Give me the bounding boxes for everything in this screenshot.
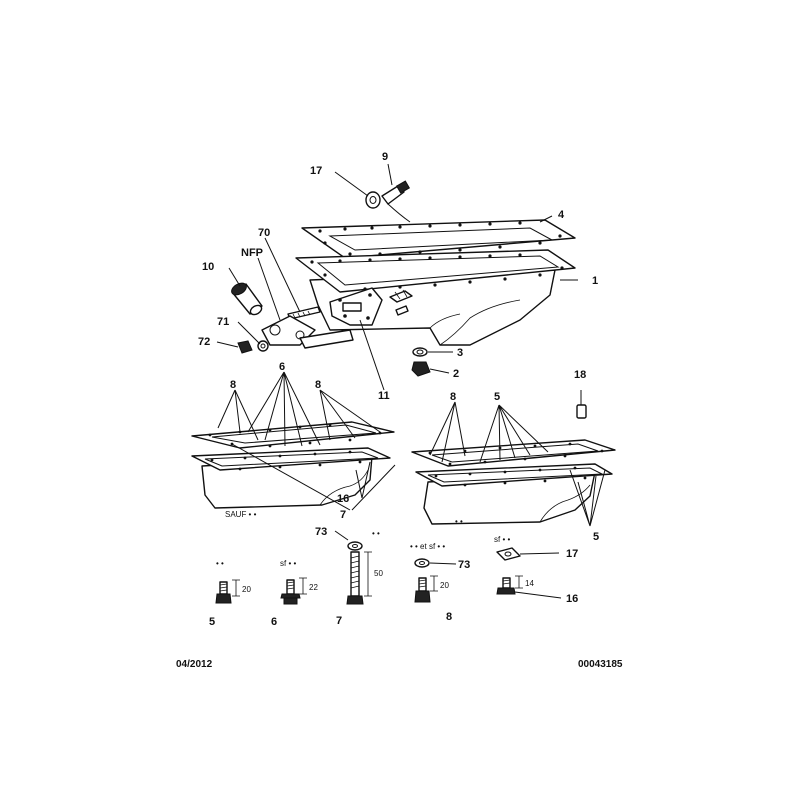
washer-73-right <box>414 558 430 568</box>
callout-6-left: 6 <box>279 361 285 373</box>
callout-18: 18 <box>574 369 586 381</box>
gasket-left <box>191 421 395 449</box>
note-sf-6: sf • • <box>280 559 296 568</box>
callout-11: 11 <box>378 390 390 402</box>
long-bolt-7 <box>346 551 364 605</box>
bolt-5 <box>215 581 232 604</box>
callout-8-mid: 8 <box>315 379 321 391</box>
dimension-texts: 20 22 50 20 14 <box>242 569 534 594</box>
bolt-16 <box>496 577 516 595</box>
washer-73-left <box>347 541 363 551</box>
note-dots-right-pan: • • <box>455 517 463 526</box>
callout-8-bottom: 8 <box>446 611 452 623</box>
oil-pan-left <box>191 447 391 509</box>
callout-16-bottom: 16 <box>566 593 578 605</box>
footer-reference: 00043185 <box>578 659 623 670</box>
oil-sensor-9 <box>381 180 411 223</box>
dim-16: 14 <box>525 579 534 588</box>
washer-71 <box>257 340 269 352</box>
nut-72 <box>237 340 253 354</box>
callout-7-bottom: 7 <box>336 615 342 627</box>
cover-plate-11 <box>329 287 413 326</box>
washer-17-bottom <box>496 547 521 561</box>
dowel-18 <box>576 390 587 419</box>
callout-5-top: 5 <box>494 391 500 403</box>
leader-lines <box>216 163 606 599</box>
oil-pan-right <box>415 463 613 525</box>
dipstick-tube-10 <box>231 282 263 316</box>
washer-3 <box>412 347 428 357</box>
drain-plug-2 <box>411 361 431 377</box>
callout-2: 2 <box>453 368 459 380</box>
note-dots-5: • • <box>216 559 224 568</box>
bolt-8 <box>414 577 431 603</box>
callout-7-left: 7 <box>340 509 346 521</box>
callout-17: 17 <box>310 165 322 177</box>
callout-70: 70 <box>258 227 270 239</box>
callout-4: 4 <box>558 209 565 221</box>
gasket-4 <box>301 219 576 259</box>
callout-8-left: 8 <box>230 379 236 391</box>
note-dots-73: • • <box>372 529 380 538</box>
bolt-6 <box>280 579 301 605</box>
dim-7: 50 <box>374 569 383 578</box>
dim-8: 20 <box>440 581 449 590</box>
note-sf-16: sf • • <box>494 535 510 544</box>
dim-6: 22 <box>309 583 318 592</box>
callout-17-bottom: 17 <box>566 548 578 560</box>
dim-5: 20 <box>242 585 251 594</box>
callout-72: 72 <box>198 336 210 348</box>
callout-71: 71 <box>217 316 229 328</box>
callout-labels: 17 9 4 70 NFP 10 1 71 72 3 2 11 8 6 8 8 … <box>198 151 599 628</box>
callout-73-right: 73 <box>458 559 470 571</box>
callout-10: 10 <box>202 261 214 273</box>
note-et-sf: • • et sf • • <box>410 542 445 551</box>
callout-5-right: 5 <box>593 531 599 543</box>
footer-date: 04/2012 <box>176 659 213 670</box>
callout-1: 1 <box>592 275 598 287</box>
oil-sump-1 <box>295 249 576 346</box>
bracket-nfp <box>261 315 354 349</box>
callout-3: 3 <box>457 347 463 359</box>
callout-6-bottom: 6 <box>271 616 277 628</box>
note-sauf: SAUF • • <box>225 510 257 519</box>
dimension-lines <box>232 551 523 597</box>
callout-73-left: 73 <box>315 526 327 538</box>
washer-17-top <box>365 191 381 209</box>
callout-16-left: 16 <box>337 493 349 505</box>
callout-8-right: 8 <box>450 391 456 403</box>
variant-notes: SAUF • • • • • • • • et sf • • • • sf • … <box>216 510 510 568</box>
callout-9: 9 <box>382 151 388 163</box>
callout-5-bottom: 5 <box>209 616 215 628</box>
callout-nfp: NFP <box>241 247 263 259</box>
